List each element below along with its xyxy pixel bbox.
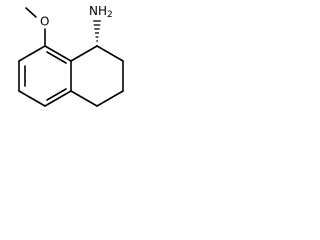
ring-a-double-2 — [46, 88, 67, 101]
amine-label: NH2 — [89, 4, 113, 20]
methyl-bond — [25, 7, 37, 18]
hashed-wedge-bond — [93, 20, 101, 47]
ring-a-bond-6 — [18, 45, 46, 62]
molecule-diagram: O NH2 — [18, 4, 124, 107]
ring-a-bond-1 — [44, 45, 72, 62]
amine-label-subscript: 2 — [107, 10, 113, 20]
amine-label-nh: NH — [89, 4, 107, 18]
ring-b-bond-1 — [70, 45, 98, 62]
ring-b-bond-2 — [96, 45, 124, 62]
ring-a-bond-3 — [44, 90, 72, 107]
ring-a-double-1 — [46, 51, 67, 64]
ring-a-bond-4 — [18, 90, 46, 107]
ring-b-bond-4 — [96, 90, 124, 107]
oxygen-label: O — [40, 15, 49, 29]
ring-b-bond-5 — [70, 90, 98, 107]
structure-canvas: O NH2 — [0, 0, 146, 146]
